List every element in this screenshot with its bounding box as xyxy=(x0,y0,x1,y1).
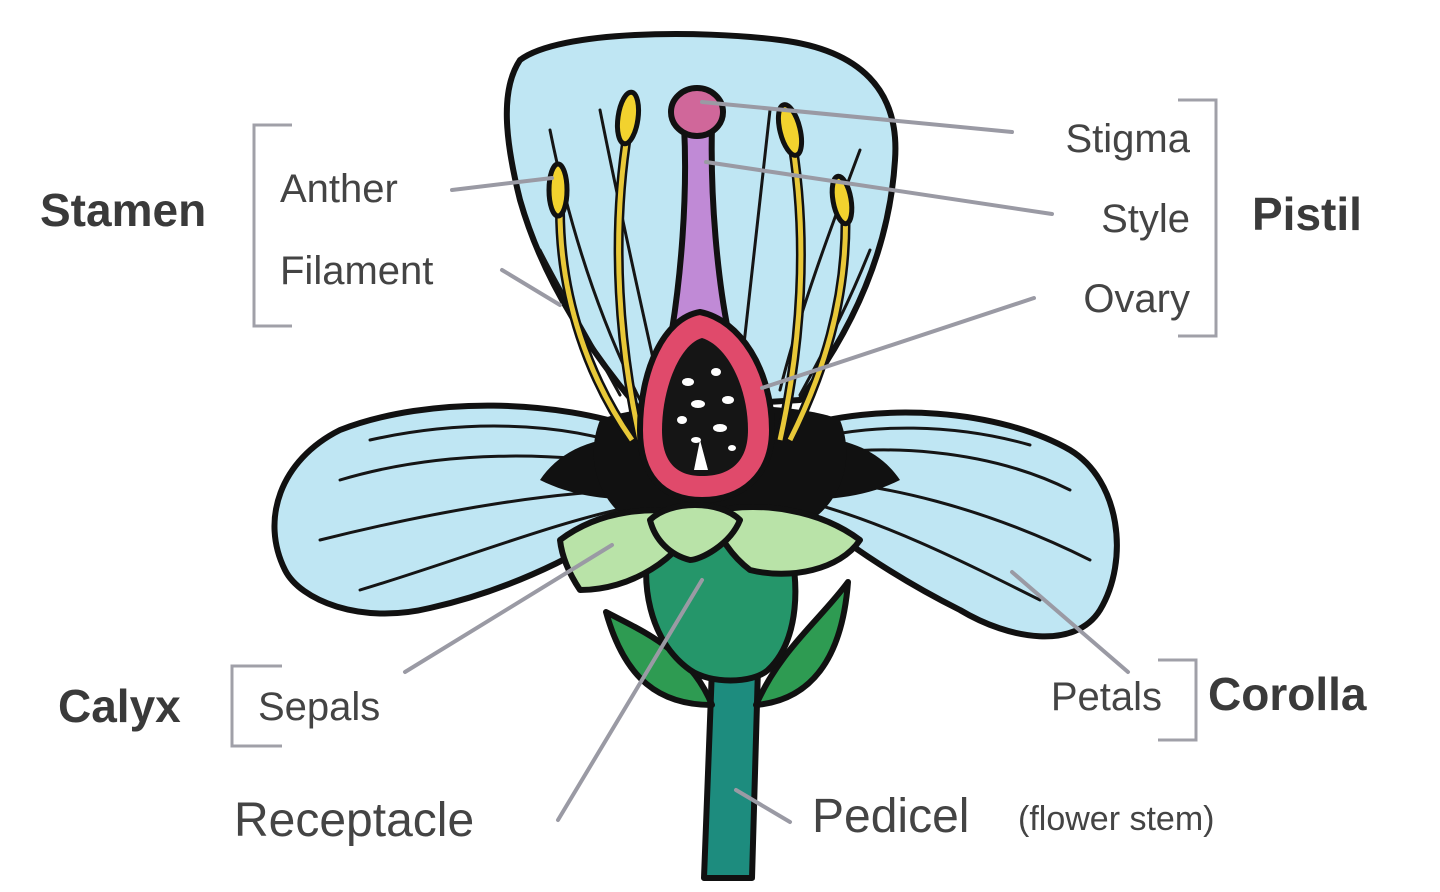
lower-sepal-right xyxy=(753,579,851,708)
label-receptacle: Receptacle xyxy=(234,794,474,847)
bracket-calyx xyxy=(230,664,282,748)
filaments xyxy=(555,129,851,443)
leader-pedicel xyxy=(734,788,792,824)
leader-lines xyxy=(403,100,1130,824)
anthers xyxy=(546,89,855,227)
bracket-corolla xyxy=(1158,658,1198,742)
label-petals: Petals xyxy=(1051,675,1162,719)
leader-ovary xyxy=(760,296,1036,390)
bracket-stamen xyxy=(252,123,292,328)
leader-sepals xyxy=(403,543,614,674)
label-ovary: Ovary xyxy=(1083,277,1190,321)
label-corolla: Corolla xyxy=(1208,668,1367,720)
leader-receptacle xyxy=(556,578,704,822)
label-style: Style xyxy=(1101,197,1190,241)
label-stigma: Stigma xyxy=(1066,117,1191,161)
labels: Stamen Anther Filament Stigma Style Ovar… xyxy=(40,117,1367,847)
label-pedicel: Pedicel xyxy=(812,790,969,843)
sepal-right xyxy=(707,504,863,577)
label-pedicel-note: (flower stem) xyxy=(1018,800,1214,838)
label-anther: Anther xyxy=(280,167,398,211)
lower-sepal-left xyxy=(603,609,715,708)
ovary-interior xyxy=(662,338,748,476)
leader-filament xyxy=(500,268,562,307)
stigma xyxy=(668,85,726,139)
bracket-pistil xyxy=(1178,98,1218,338)
leader-anther xyxy=(450,176,554,192)
leader-petals xyxy=(1010,570,1130,674)
leader-stigma xyxy=(700,100,1014,134)
label-stamen: Stamen xyxy=(40,184,206,236)
sepal-center xyxy=(647,502,743,563)
label-sepals: Sepals xyxy=(258,685,380,729)
label-pistil: Pistil xyxy=(1252,188,1362,240)
flower-illustration xyxy=(271,31,1120,881)
label-filament: Filament xyxy=(280,249,433,293)
receptacle-body xyxy=(643,537,799,684)
brackets xyxy=(230,98,1218,748)
label-calyx: Calyx xyxy=(58,680,181,732)
ovules xyxy=(677,368,736,470)
leader-style xyxy=(704,160,1054,216)
